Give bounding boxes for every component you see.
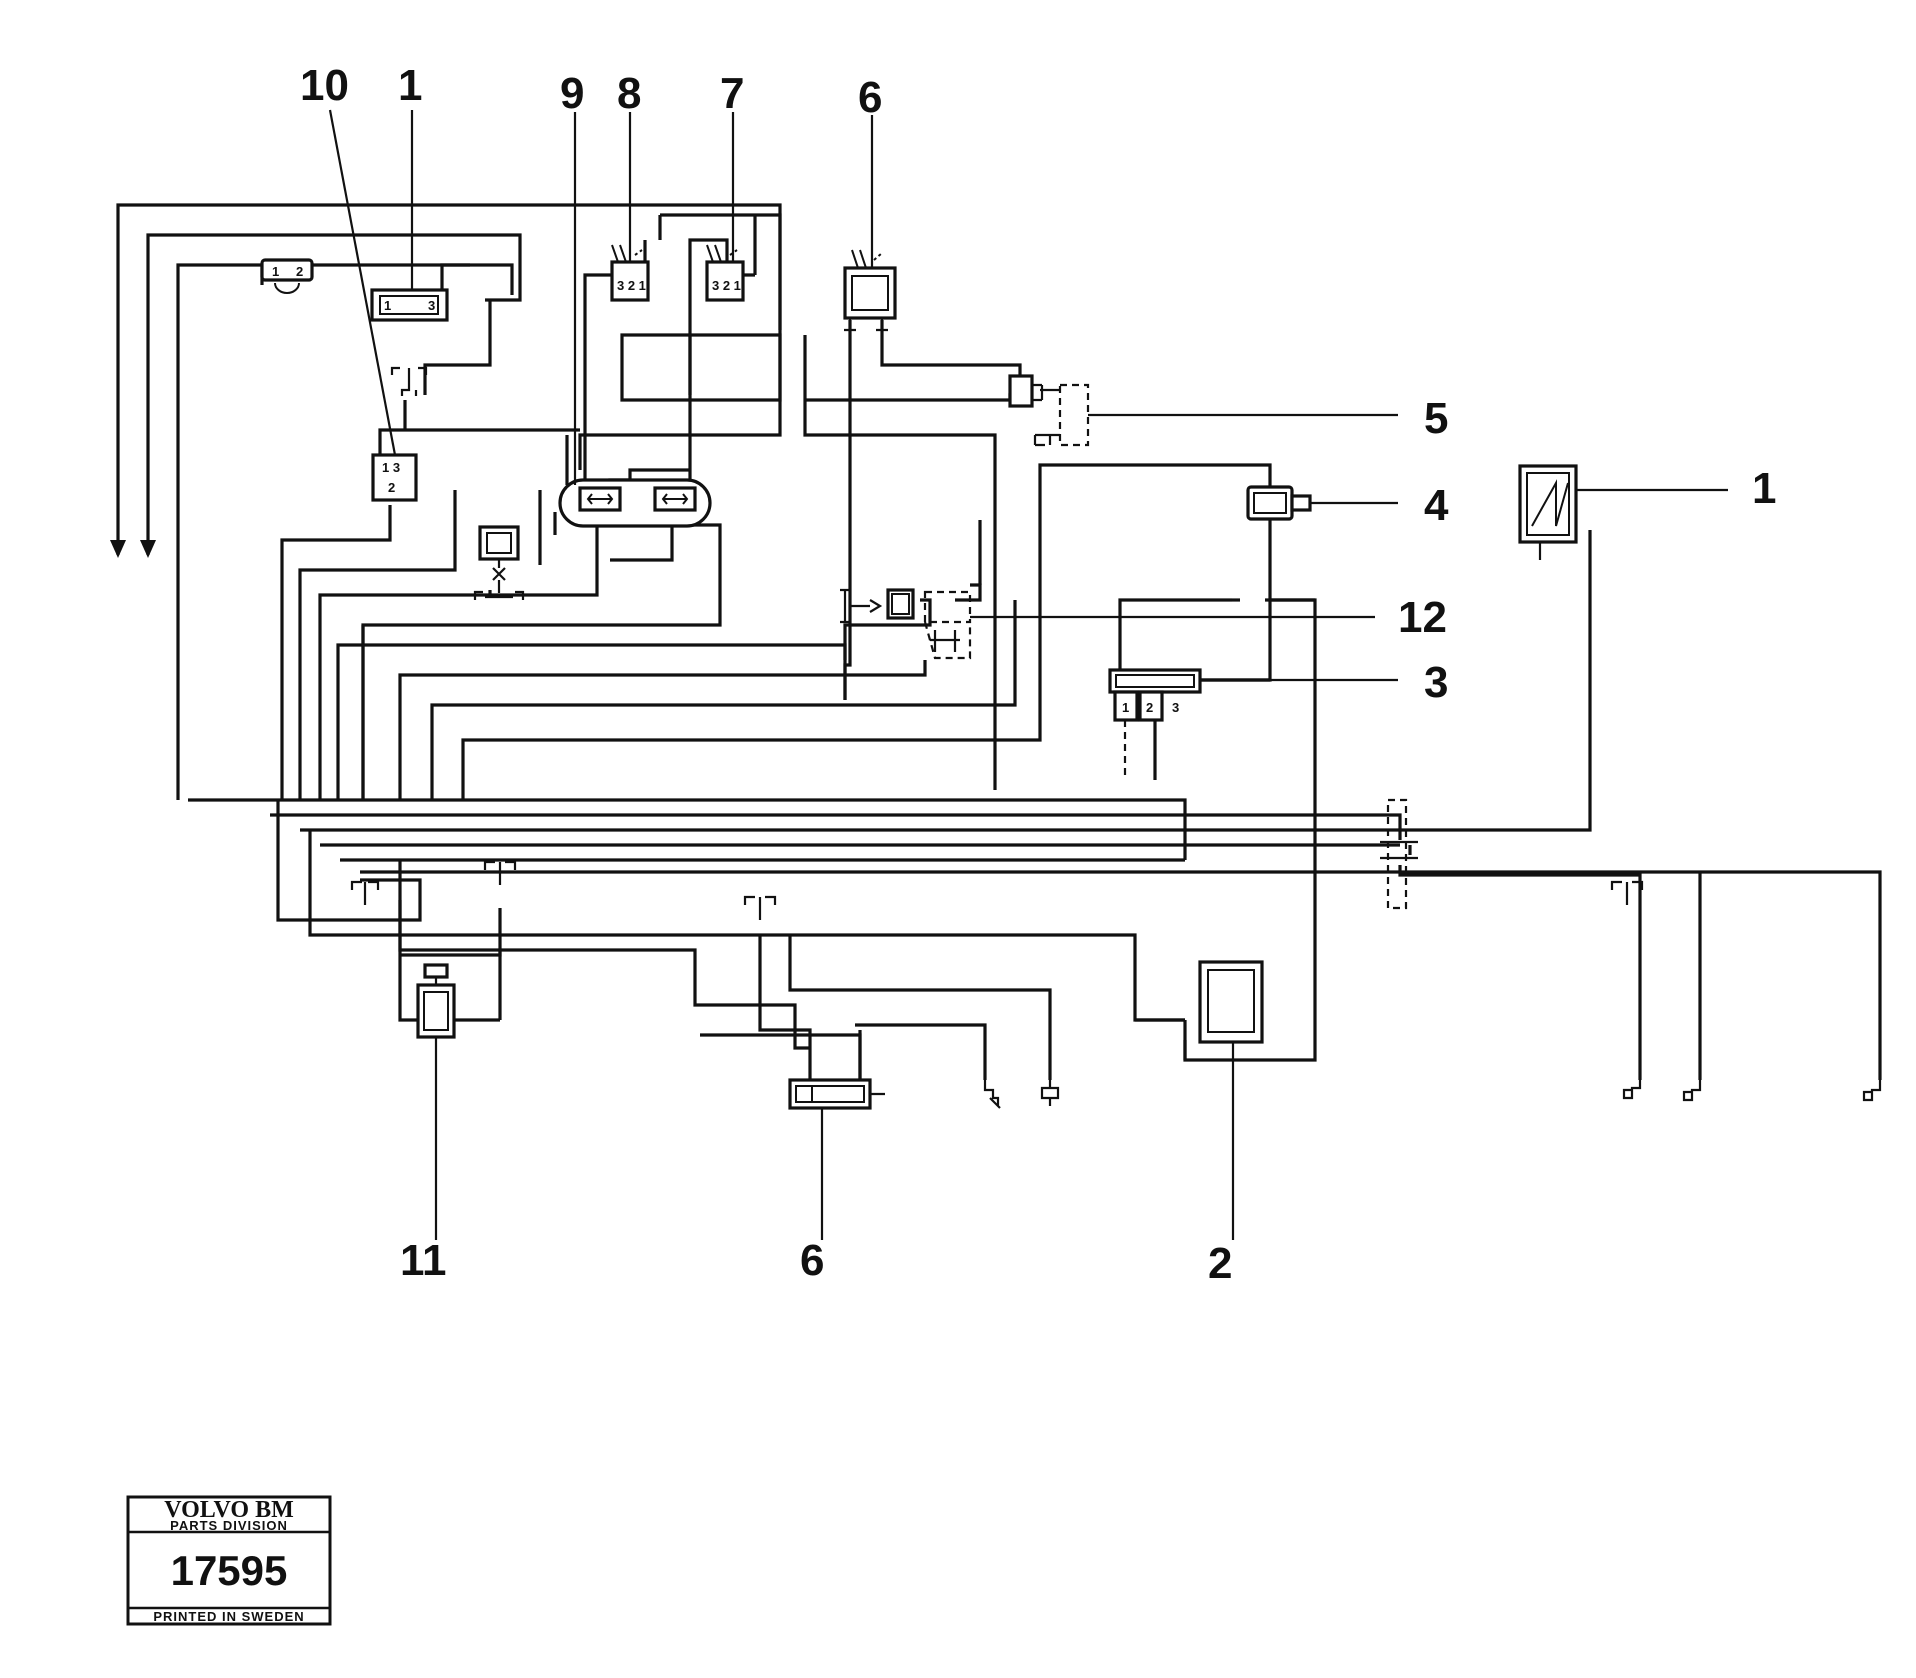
valve-2 <box>1198 960 1264 1240</box>
valve-4 <box>1246 485 1312 521</box>
valve-10: 1 3 2 <box>371 453 418 502</box>
callout-3: 3 <box>1424 658 1448 707</box>
stamp-division: PARTS DIVISION <box>170 1518 288 1533</box>
brake-chamber <box>1682 1080 1702 1102</box>
volvo-bm-stamp: VOLVO BM PARTS DIVISION 17595 PRINTED IN… <box>126 1495 332 1626</box>
brake-chamber <box>1622 1080 1642 1100</box>
callout-6-bottom: 6 <box>800 1236 824 1285</box>
stamp-printed: PRINTED IN SWEDEN <box>153 1609 304 1624</box>
pin-label: 3 2 1 <box>617 278 646 293</box>
pin-label: 1 <box>384 298 391 313</box>
callout-2: 2 <box>1208 1239 1232 1288</box>
callout-8: 8 <box>617 69 641 118</box>
brake-chamber <box>1040 1080 1060 1106</box>
arrow-left-down-icon <box>110 540 126 558</box>
callout-1-top: 1 <box>398 61 422 110</box>
pin-label: 2 <box>1146 700 1153 715</box>
t-connector <box>743 895 777 920</box>
quick-coupling <box>1380 798 1418 910</box>
heater-1-right <box>1518 464 1578 560</box>
pin-label: 1 <box>1122 700 1129 715</box>
pin-label: 1 3 <box>382 460 400 475</box>
arrow-right-down-icon <box>140 540 156 558</box>
stamp-brand: VOLVO BM <box>164 1497 294 1523</box>
callout-4: 4 <box>1424 481 1449 530</box>
pin-label: 3 <box>1172 700 1179 715</box>
brake-chamber <box>1862 1080 1882 1102</box>
stamp-number: 17595 <box>171 1547 288 1594</box>
callout-6-top: 6 <box>858 73 882 122</box>
double-valve-9 <box>558 478 712 528</box>
cylinder-6-bottom <box>788 1078 885 1240</box>
callout-11: 11 <box>400 1236 447 1285</box>
pressure-gauge <box>473 525 525 600</box>
t-connector <box>1610 880 1644 905</box>
valve-6-top <box>843 249 897 332</box>
brake-chamber <box>983 1080 1001 1109</box>
t-connector <box>350 880 380 905</box>
pipe-network <box>116 203 1882 1080</box>
t-connector <box>390 366 428 396</box>
pin-label: 3 <box>428 298 435 313</box>
callout-1-right: 1 <box>1752 464 1776 513</box>
pin-label: 1 <box>272 264 279 279</box>
valve-12 <box>840 588 972 660</box>
callout-7: 7 <box>720 69 744 118</box>
cylinder-11 <box>416 963 456 1240</box>
callout-10: 10 <box>300 61 349 110</box>
valve-7: 3 2 1 <box>705 244 745 302</box>
switch-1-top: 1 3 <box>370 288 449 322</box>
pin-label: 3 2 1 <box>712 278 741 293</box>
pin-label: 2 <box>388 480 395 495</box>
callout-9: 9 <box>560 69 584 118</box>
pin-label: 2 <box>296 264 303 279</box>
pressure-switch-left: 1 2 <box>260 258 314 294</box>
callout-5: 5 <box>1424 394 1448 443</box>
leader-lines <box>328 109 1728 682</box>
callout-12: 12 <box>1398 593 1447 642</box>
valve-3: 1 2 3 <box>1108 668 1202 780</box>
t-connector <box>483 860 517 885</box>
valve-5 <box>1008 374 1090 447</box>
